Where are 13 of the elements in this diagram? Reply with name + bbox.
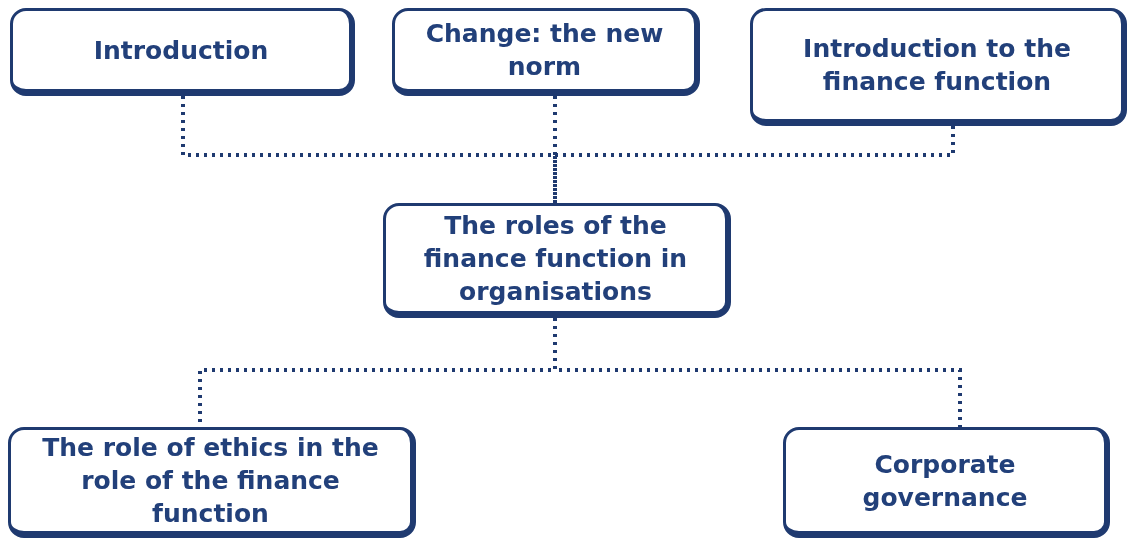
topic-box [750, 8, 1127, 126]
topic-text: The roles of the finance function in organisations [422, 210, 689, 308]
topic-box [383, 203, 731, 318]
topic-text: Introduction to the finance function [802, 33, 1072, 98]
topic-text: Corporate governance [861, 448, 1029, 514]
dotted-connector [553, 126, 955, 203]
topic-text: Introduction [93, 34, 269, 67]
topic-text: Change: the new norm [424, 18, 665, 83]
topic-box [783, 427, 1110, 538]
topic-box [392, 8, 700, 96]
topic-box [10, 8, 355, 96]
topic-text: The role of ethics in the role of the finance function [41, 432, 380, 530]
topic-box [8, 427, 416, 538]
